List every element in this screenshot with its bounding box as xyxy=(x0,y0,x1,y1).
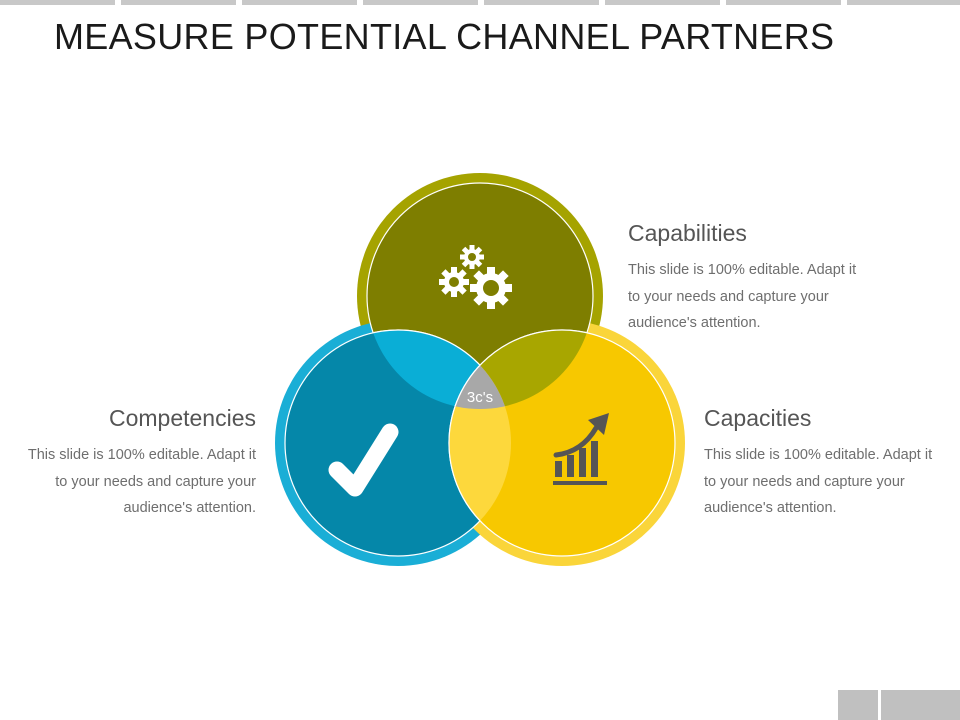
competencies-block: Competencies This slide is 100% editable… xyxy=(16,405,256,522)
competencies-heading: Competencies xyxy=(108,405,256,431)
overlap-capabilities-competencies xyxy=(367,329,512,409)
capabilities-block: Capabilities This slide is 100% editable… xyxy=(628,220,868,337)
top-bar-segment xyxy=(363,0,478,5)
top-bar-segment xyxy=(0,0,115,5)
top-bar-segment xyxy=(847,0,960,5)
top-decorative-bar xyxy=(0,0,960,5)
capacities-description: This slide is 100% editable. Adapt it to… xyxy=(704,447,933,516)
capabilities-description: This slide is 100% editable. Adapt it to… xyxy=(628,262,857,331)
growth-chart-icon xyxy=(553,413,609,485)
overlap-capabilities-capacities xyxy=(448,329,593,409)
top-bar-segment xyxy=(484,0,599,5)
previous-slide-button[interactable] xyxy=(838,690,878,720)
center-label: 3c's xyxy=(467,389,493,406)
competencies-description: This slide is 100% editable. Adapt it to… xyxy=(27,447,256,516)
page-title: MEASURE POTENTIAL CHANNEL PARTNERS xyxy=(54,16,835,57)
capabilities-heading: Capabilities xyxy=(628,220,747,246)
capacities-block: Capacities This slide is 100% editable. … xyxy=(704,405,944,522)
top-bar-segment xyxy=(121,0,236,5)
top-bar-segment xyxy=(605,0,720,5)
top-bar-segment xyxy=(242,0,357,5)
gears-icon xyxy=(439,245,512,309)
capacities-heading: Capacities xyxy=(704,405,812,431)
checkmark-icon xyxy=(328,423,399,497)
next-slide-button[interactable] xyxy=(881,690,960,720)
top-bar-segment xyxy=(726,0,841,5)
